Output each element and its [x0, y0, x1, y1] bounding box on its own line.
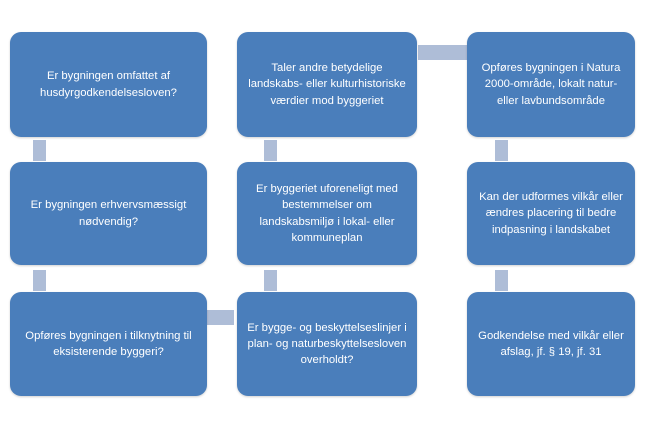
flowchart-node-vilkaar-placering-landskab[interactable]: Kan der udformes vilkår eller ændres pla…	[467, 162, 635, 265]
connector-n1-to-n4	[33, 140, 46, 161]
flowchart-node-kulturhistoriske-vaerdier[interactable]: Taler andre betydelige landskabs- eller …	[237, 32, 417, 137]
flowchart-node-erhvervsmaessigt-noedvendig[interactable]: Er bygningen erhvervsmæssigt nødvendig?	[10, 162, 207, 265]
flowchart-node-label: Opføres bygningen i Natura 2000-område, …	[481, 62, 621, 107]
flowchart-node-husdyrgodkendelsesloven[interactable]: Er bygningen omfattet af husdyrgodkendel…	[10, 32, 207, 137]
flowchart-node-label: Er byggeriet uforeneligt med bestemmelse…	[256, 183, 398, 244]
connector-n6-to-n9	[495, 270, 508, 291]
connector-n3-to-n6	[495, 140, 508, 161]
flowchart-node-beskyttelseslinjer[interactable]: Er bygge- og beskyttelseslinjer i plan- …	[237, 292, 417, 396]
flowchart-node-godkendelse-afslag[interactable]: Godkendelse med vilkår eller afslag, jf.…	[467, 292, 635, 396]
flowchart-node-label: Er bygningen erhvervsmæssigt nødvendig?	[30, 199, 187, 228]
flowchart-node-natura-2000[interactable]: Opføres bygningen i Natura 2000-område, …	[467, 32, 635, 137]
flowchart-node-label: Godkendelse med vilkår eller afslag, jf.…	[478, 329, 624, 358]
flowchart-node-label: Opføres bygningen i tilknytning til eksi…	[25, 329, 192, 358]
flowchart-node-label: Er bygge- og beskyttelseslinjer i plan- …	[247, 321, 407, 367]
flowchart-node-label: Er bygningen omfattet af husdyrgodkendel…	[40, 70, 177, 99]
flowchart-node-tilknytning-eksisterende-byggeri[interactable]: Opføres bygningen i tilknytning til eksi…	[10, 292, 207, 396]
connector-n4-to-n7	[33, 270, 46, 291]
flowchart-node-landskabsmiljoe-kommuneplan[interactable]: Er byggeriet uforeneligt med bestemmelse…	[237, 162, 417, 265]
connector-n2-to-n5	[264, 140, 277, 161]
flowchart-node-label: Kan der udformes vilkår eller ændres pla…	[479, 191, 623, 236]
flowchart-node-label: Taler andre betydelige landskabs- eller …	[248, 62, 406, 107]
connector-n2-to-n3	[418, 45, 470, 60]
connector-n5-to-n8	[264, 270, 277, 291]
